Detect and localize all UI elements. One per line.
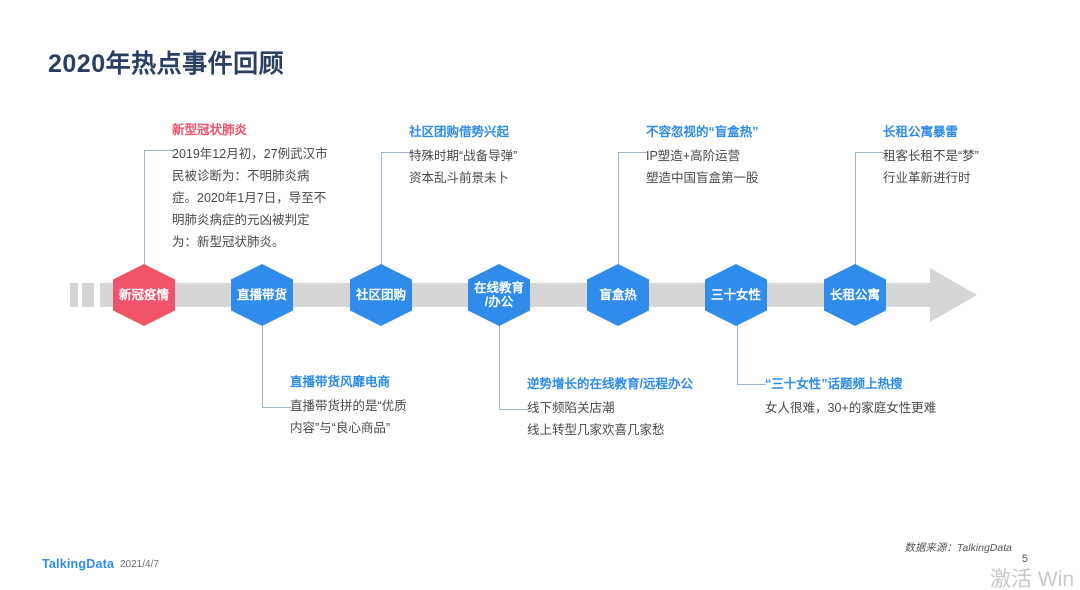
- annotation-line: 资本乱斗前景未卜: [409, 170, 510, 185]
- annotation-line: 内容”与“良心商品”: [290, 420, 390, 435]
- connector-node-1-top: [144, 150, 173, 276]
- source-note: 数据来源：TalkingData: [904, 542, 1012, 554]
- talkingdata-logo: TalkingData: [42, 557, 115, 571]
- annotation-line: 直播带货拼的是“优质: [290, 399, 407, 413]
- timeline-node-label: 社区团购: [355, 287, 406, 302]
- timeline-bar-segment-left-2: [82, 283, 94, 307]
- annotation-body: 直播带货拼的是“优质 内容”与“良心商品”: [290, 396, 407, 440]
- timeline-node-zhibo-daihuo[interactable]: 直播带货: [231, 264, 293, 326]
- annotation-line: 特殊时期“战备导弹”: [409, 149, 518, 163]
- annotation-title: 逆势增长的在线教育/远程办公: [527, 377, 693, 391]
- annotation-body: 2019年12月初，27例武汉市民被诊断为：不明肺炎病症。2020年1月7日，导…: [172, 144, 330, 253]
- annotation-title: 直播带货风靡电商: [290, 375, 391, 389]
- annotation-line: IP塑造+高阶运营: [646, 149, 741, 163]
- timeline-node-label: 长租公寓: [829, 287, 880, 302]
- timeline-node-label: 在线教育 /办公: [473, 280, 524, 309]
- annotation-title: 新型冠状肺炎: [172, 123, 248, 137]
- annotation-top-2: 社区团购借势兴起 特殊时期“战备导弹” 资本乱斗前景未卜: [409, 121, 517, 190]
- annotation-line: 租客长租不是“梦”: [883, 149, 979, 163]
- annotation-line: 线下频陷关店潮: [527, 401, 615, 415]
- timeline-node-zaixian-jiaoyu[interactable]: 在线教育 /办公: [468, 264, 530, 326]
- timeline-node-label: 盲盒热: [599, 287, 637, 302]
- timeline-arrow-icon: [930, 268, 977, 322]
- annotation-top-1: 新型冠状肺炎 2019年12月初，27例武汉市民被诊断为：不明肺炎病症。2020…: [172, 119, 330, 253]
- timeline-bar-segment-right-2: [900, 283, 910, 307]
- annotation-line: 塑造中国盲盒第一股: [646, 170, 759, 185]
- timeline-node-label: 三十女性: [710, 287, 761, 302]
- annotation-line: 线上转型几家欢喜几家愁: [527, 422, 665, 437]
- annotation-body: IP塑造+高阶运营 塑造中国盲盒第一股: [646, 146, 759, 190]
- annotation-line: 行业革新进行时: [883, 170, 971, 185]
- slide-date: 2021/4/7: [120, 559, 159, 570]
- timeline-node-label: 新冠疫情: [118, 287, 169, 302]
- timeline-node-label: 直播带货: [236, 287, 287, 302]
- connector-node-4-bottom: [499, 322, 528, 410]
- activation-watermark: 激活 Win: [990, 568, 1074, 590]
- annotation-body: 线下频陷关店潮 线上转型几家欢喜几家愁: [527, 398, 693, 442]
- page-number: 5: [1021, 553, 1028, 565]
- annotation-top-3: 不容忽视的“盲盒热” IP塑造+高阶运营 塑造中国盲盒第一股: [646, 121, 759, 190]
- annotation-body: 特殊时期“战备导弹” 资本乱斗前景未卜: [409, 146, 517, 190]
- annotation-title: 长租公寓暴雷: [883, 125, 959, 139]
- timeline-bar-segment-left-1: [70, 283, 78, 307]
- connector-node-2-bottom: [262, 322, 291, 408]
- timeline-node-sanshi-nvxing[interactable]: 三十女性: [705, 264, 767, 326]
- connector-node-7-top: [855, 152, 884, 275]
- annotation-line: 女人很难，30+的家庭女性更难: [765, 401, 937, 415]
- annotation-top-4: 长租公寓暴雷 租客长租不是“梦” 行业革新进行时: [883, 121, 979, 190]
- annotation-title: “三十女性”话题频上热搜: [765, 377, 903, 391]
- annotation-title: 社区团购借势兴起: [409, 125, 510, 139]
- annotation-body: 租客长租不是“梦” 行业革新进行时: [883, 146, 979, 190]
- annotation-bottom-1: 直播带货风靡电商 直播带货拼的是“优质 内容”与“良心商品”: [290, 371, 407, 440]
- annotation-title: 不容忽视的“盲盒热”: [646, 125, 759, 139]
- connector-node-6-bottom: [737, 322, 766, 385]
- annotation-bottom-3: “三十女性”话题频上热搜 女人很难，30+的家庭女性更难: [765, 373, 936, 420]
- annotation-bottom-2: 逆势增长的在线教育/远程办公 线下频陷关店潮 线上转型几家欢喜几家愁: [527, 373, 693, 442]
- page-title: 2020年热点事件回顾: [48, 50, 285, 78]
- connector-node-5-top: [618, 152, 647, 275]
- annotation-body: 女人很难，30+的家庭女性更难: [765, 398, 936, 420]
- connector-node-3-top: [381, 152, 410, 275]
- annotation-line: 2019年12月初，27例武汉市民被诊断为：不明肺炎病症。2020年1月7日，导…: [172, 147, 328, 249]
